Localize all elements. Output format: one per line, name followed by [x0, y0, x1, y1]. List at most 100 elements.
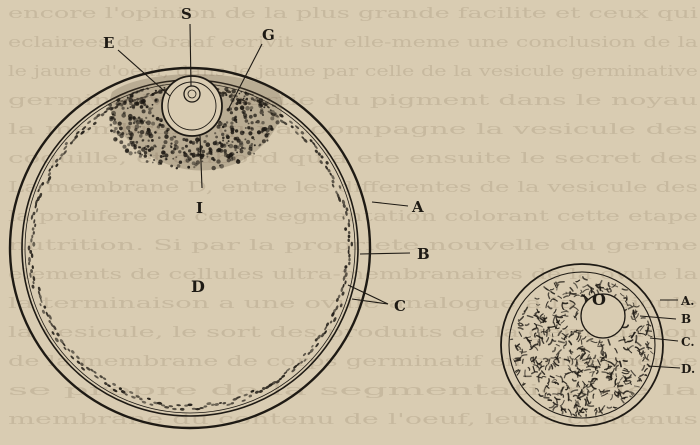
stipple-dot [113, 121, 117, 125]
yolk-squiggle [645, 369, 648, 372]
yolk-squiggle [534, 346, 538, 350]
yolk-squiggle [593, 394, 594, 398]
granule [339, 303, 343, 308]
granule [80, 362, 85, 367]
yolk-squiggle [576, 408, 578, 413]
granule [147, 397, 151, 400]
stipple-dot [263, 106, 265, 108]
granule [303, 358, 307, 362]
yolk-squiggle [561, 311, 568, 312]
stipple-dot [226, 121, 228, 123]
granule [211, 403, 215, 406]
yolk-squiggle [539, 362, 542, 365]
yolk-squiggle [634, 306, 639, 307]
yolk-squiggle [616, 358, 619, 362]
yolk-squiggle [589, 381, 593, 382]
granule [131, 395, 136, 399]
small-label-D: D. [681, 362, 695, 376]
stipple-dot [261, 121, 264, 124]
yolk-squiggle [578, 401, 579, 404]
stipple-dot [163, 155, 165, 157]
yolk-squiggle [563, 303, 568, 304]
stipple-dot [222, 126, 225, 129]
yolk-squiggle [539, 394, 543, 396]
stipple-dot [253, 153, 255, 155]
granule [226, 403, 231, 406]
stipple-dot [139, 126, 141, 128]
stipple-dot [212, 166, 216, 170]
granule [135, 395, 140, 399]
stipple-dot [124, 101, 127, 104]
yolk-squiggle [558, 282, 564, 283]
stipple-dot [162, 145, 165, 148]
stipple-dot [145, 121, 147, 123]
yolk-squiggle [553, 407, 557, 411]
stipple-dot [144, 120, 146, 122]
granule [291, 368, 296, 373]
granule [331, 179, 335, 183]
small-label-O: O [592, 290, 606, 309]
granule [76, 355, 81, 360]
leader-B [360, 253, 410, 254]
stipple-dot [230, 122, 233, 125]
yolk-squiggle [626, 302, 628, 306]
yolk-squiggle [606, 378, 609, 379]
yolk-squiggle [553, 380, 557, 381]
yolk-squiggle [574, 307, 579, 311]
yolk-squiggle [569, 334, 573, 337]
granule [348, 235, 351, 239]
yolk-squiggle [556, 282, 557, 285]
stipple-dot [255, 121, 257, 123]
granule [343, 268, 347, 273]
stipple-dot [256, 97, 258, 99]
stipple-dot [247, 126, 250, 129]
stipple-dot [139, 153, 141, 155]
yolk-squiggle [583, 285, 587, 287]
stipple-dot [206, 142, 211, 147]
granule [43, 305, 47, 309]
stipple-dot [195, 137, 200, 142]
yolk-squiggle [620, 362, 621, 367]
stipple-dot [146, 105, 149, 108]
granule [329, 320, 332, 324]
yolk-squiggle [566, 292, 570, 293]
yolk-squiggle [611, 395, 613, 400]
granule [230, 402, 234, 405]
stipple-dot [171, 151, 173, 153]
stipple-dot [235, 137, 239, 141]
granule [85, 366, 91, 371]
stipple-dot [144, 154, 147, 157]
small-leader-C [650, 338, 678, 341]
granule [241, 399, 246, 402]
yolk-squiggle [555, 397, 560, 399]
granule [149, 403, 153, 406]
yolk-squiggle [624, 391, 629, 393]
stipple-dot [186, 158, 190, 162]
granule [51, 331, 55, 336]
yolk-squiggle [547, 338, 549, 342]
yolk-squiggle [568, 409, 571, 415]
granule [80, 130, 86, 136]
yolk-squiggle [551, 365, 552, 369]
yolk-squiggle [596, 410, 597, 413]
granule [33, 219, 36, 224]
yolk-squiggle [551, 292, 554, 294]
yolk-squiggle [524, 307, 527, 311]
yolk-squiggle [583, 381, 588, 386]
yolk-squiggle [623, 325, 628, 327]
stipple-dot [239, 93, 241, 95]
granule [29, 272, 32, 278]
stipple-dot [264, 128, 266, 130]
stipple-dot [148, 107, 152, 111]
yolk-squiggle [518, 347, 520, 350]
yolk-squiggle [589, 291, 590, 295]
stipple-dot [253, 139, 255, 141]
stipple-dot [164, 87, 166, 89]
granule [344, 265, 347, 269]
large-ovum-figure: S G E I A B C D [10, 5, 430, 428]
yolk-squiggle [591, 389, 595, 392]
stipple-dot [119, 140, 123, 144]
granule [206, 402, 211, 405]
granule [112, 388, 118, 392]
yolk-squiggle [602, 393, 608, 396]
